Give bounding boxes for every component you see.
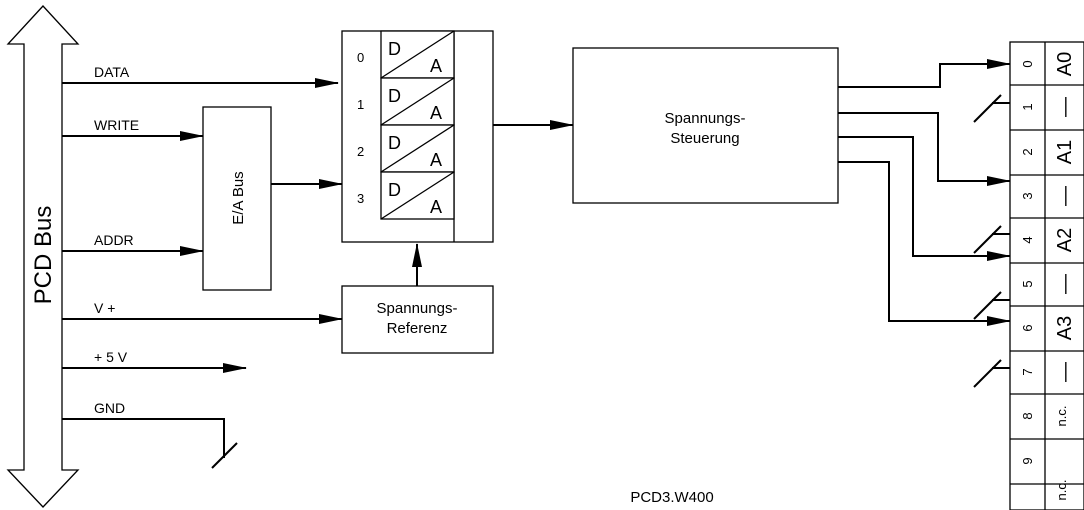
dac-channel-number: 2 (357, 144, 364, 159)
pcd-bus-label: PCD Bus (30, 206, 57, 305)
terminal-pin-3: 3 (1020, 192, 1035, 199)
terminal-signal-2: A1 (1054, 140, 1076, 164)
dac-analog-label: A (430, 150, 442, 170)
ground-pin-3 (973, 225, 1010, 254)
terminal-pin-8: 8 (1020, 412, 1035, 419)
dac-digital-label: D (388, 180, 401, 200)
ground-symbol (211, 442, 238, 469)
dac-channel-number: 0 (357, 50, 364, 65)
dac-digital-label: D (388, 86, 401, 106)
terminal-signal-8: n.c. (1054, 406, 1069, 427)
control-label-line2: Steuerung (670, 130, 739, 147)
terminal-pin-6: 6 (1020, 324, 1035, 331)
ground-pin-1 (973, 94, 1010, 123)
module-name: PCD3.W400 (630, 489, 713, 506)
terminal-pin-4: 4 (1020, 236, 1035, 243)
dac-channel-0: D A 0 (357, 30, 455, 79)
ground-pin-5 (973, 291, 1010, 320)
terminal-signal-9: n.c. (1054, 480, 1069, 501)
bus-signals: DATA WRITE ADDR V + + 5 V GND (62, 64, 343, 469)
control-block: Spannungs- Steuerung (572, 47, 839, 204)
terminal-pin-5: 5 (1020, 280, 1035, 287)
data-label: DATA (94, 64, 130, 80)
dac-digital-label: D (388, 133, 401, 153)
ground-pin-7 (973, 359, 1010, 388)
output-line-a2 (838, 136, 1011, 261)
write-label: WRITE (94, 117, 139, 133)
terminal-signal-5: — (1054, 274, 1076, 294)
dac-analog-label: A (430, 103, 442, 123)
vplus-label: V + (94, 300, 115, 316)
terminal-signal-4: A2 (1054, 228, 1076, 252)
terminal-signal-3: — (1054, 186, 1076, 206)
dac-analog-label: A (430, 56, 442, 76)
ea-bus-block: E/A Bus (202, 106, 272, 291)
terminal-pin-9: 9 (1020, 457, 1035, 464)
output-line-a0 (838, 59, 1011, 88)
terminal-signal-7: — (1054, 362, 1076, 382)
terminal-pin-0: 0 (1020, 60, 1035, 67)
pcd-bus: PCD Bus (6, 5, 80, 508)
gnd-line (62, 418, 225, 458)
output-line-a1 (838, 112, 1011, 186)
dac-channel-number: 1 (357, 97, 364, 112)
ea-bus-label: E/A Bus (230, 171, 247, 224)
dac-digital-label: D (388, 39, 401, 59)
terminal-pin-1: 1 (1020, 103, 1035, 110)
plus5v-label: + 5 V (94, 349, 128, 365)
dac-analog-label: A (430, 197, 442, 217)
terminal-signal-1: — (1054, 97, 1076, 117)
reference-label-line2: Referenz (387, 320, 448, 337)
gnd-label: GND (94, 400, 125, 416)
reference-block: Spannungs- Referenz (341, 285, 494, 354)
terminal-signal-6: A3 (1054, 316, 1076, 340)
reference-label-line1: Spannungs- (377, 300, 458, 317)
output-line-a3 (838, 161, 1011, 326)
addr-label: ADDR (94, 232, 134, 248)
dac-block: D A 0 D A 1 D A 2 D A 3 (341, 30, 494, 243)
terminal-pin-2: 2 (1020, 148, 1035, 155)
output-wiring (838, 59, 1011, 388)
terminal-strip: 0 A0 1 — 2 A1 3 — 4 A2 5 — 6 A3 7 — 8 n.… (1009, 41, 1084, 510)
control-label-line1: Spannungs- (665, 110, 746, 127)
dac-channel-1: D A 1 (357, 77, 455, 126)
terminal-pin-7: 7 (1020, 368, 1035, 375)
terminal-signal-0: A0 (1054, 52, 1076, 76)
dac-channel-number: 3 (357, 191, 364, 206)
dac-channel-3: D A 3 (357, 171, 455, 220)
